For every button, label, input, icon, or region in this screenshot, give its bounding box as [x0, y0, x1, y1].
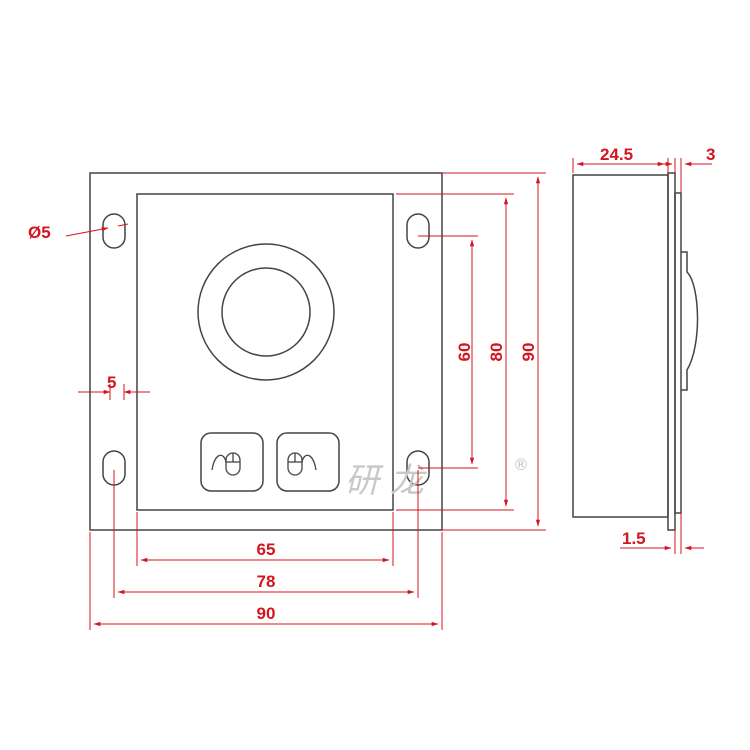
trackball-ball: [221, 267, 311, 357]
label-height-outer: 90: [519, 343, 538, 362]
mouse-wave-icon: [287, 452, 317, 476]
watermark: 研 龙 ®: [345, 455, 529, 501]
label-depth: 24.5: [600, 145, 633, 164]
mount-slot-top-left: [102, 213, 126, 249]
front-dimensions: [65, 172, 546, 630]
label-hole-diameter: Ø5: [28, 223, 51, 242]
label-width-outer: 90: [257, 604, 276, 623]
left-mouse-button: [200, 432, 264, 492]
front-dimension-labels: Ø5 5 60 80 90 65 78 90: [28, 223, 538, 623]
side-body: [572, 174, 669, 518]
side-trackball: [681, 251, 699, 391]
right-mouse-button: [276, 432, 340, 492]
label-bezel: 3: [706, 145, 715, 164]
mouse-wave-icon: [211, 452, 241, 476]
side-plate: [674, 192, 682, 514]
keypad-face: [136, 193, 394, 511]
label-slot-width: 5: [107, 373, 116, 392]
svg-text:®: ®: [513, 455, 529, 474]
side-dimensions: [572, 158, 712, 554]
side-view: [572, 172, 699, 531]
front-view: [89, 172, 443, 531]
label-width-middle: 78: [257, 572, 276, 591]
mount-slot-top-right: [406, 213, 430, 249]
side-dimension-labels: 24.5 3 1.5: [600, 145, 715, 548]
front-panel: [89, 172, 443, 531]
svg-text:研 龙: 研 龙: [345, 461, 428, 501]
label-plate: 1.5: [622, 529, 646, 548]
label-height-middle: 80: [487, 343, 506, 362]
side-bezel: [667, 172, 676, 531]
label-height-inner: 60: [455, 343, 474, 362]
label-width-inner: 65: [257, 540, 276, 559]
trackball-ring: [197, 243, 335, 381]
